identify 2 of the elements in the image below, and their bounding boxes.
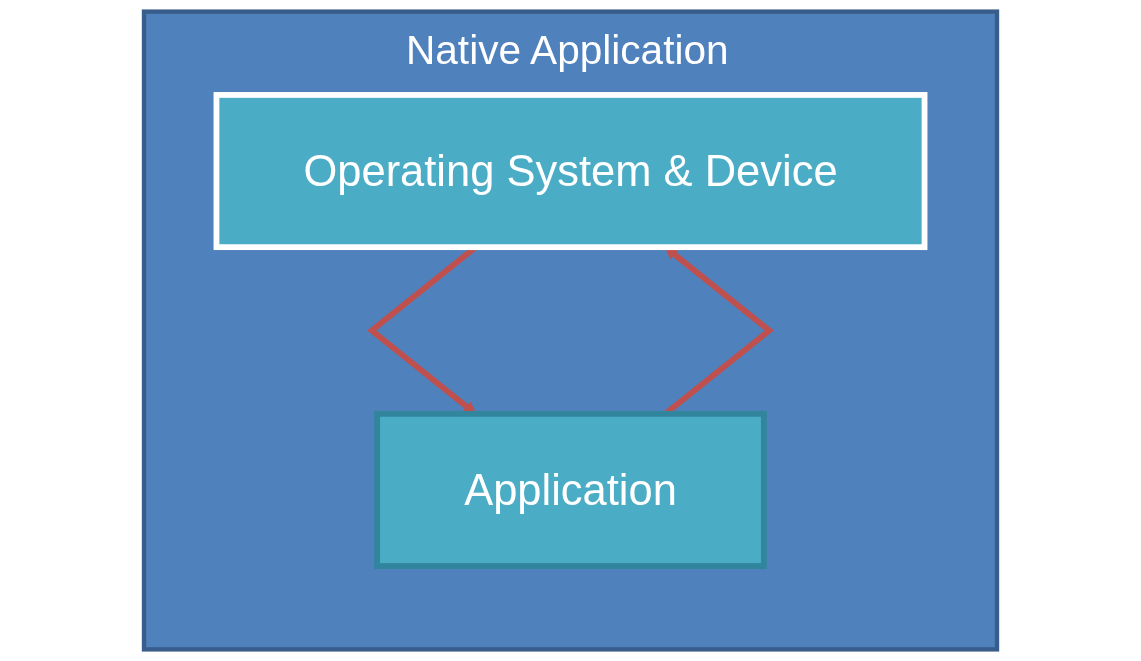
node-box: Application <box>374 410 767 569</box>
node-box: Operating System & Device <box>213 92 928 251</box>
